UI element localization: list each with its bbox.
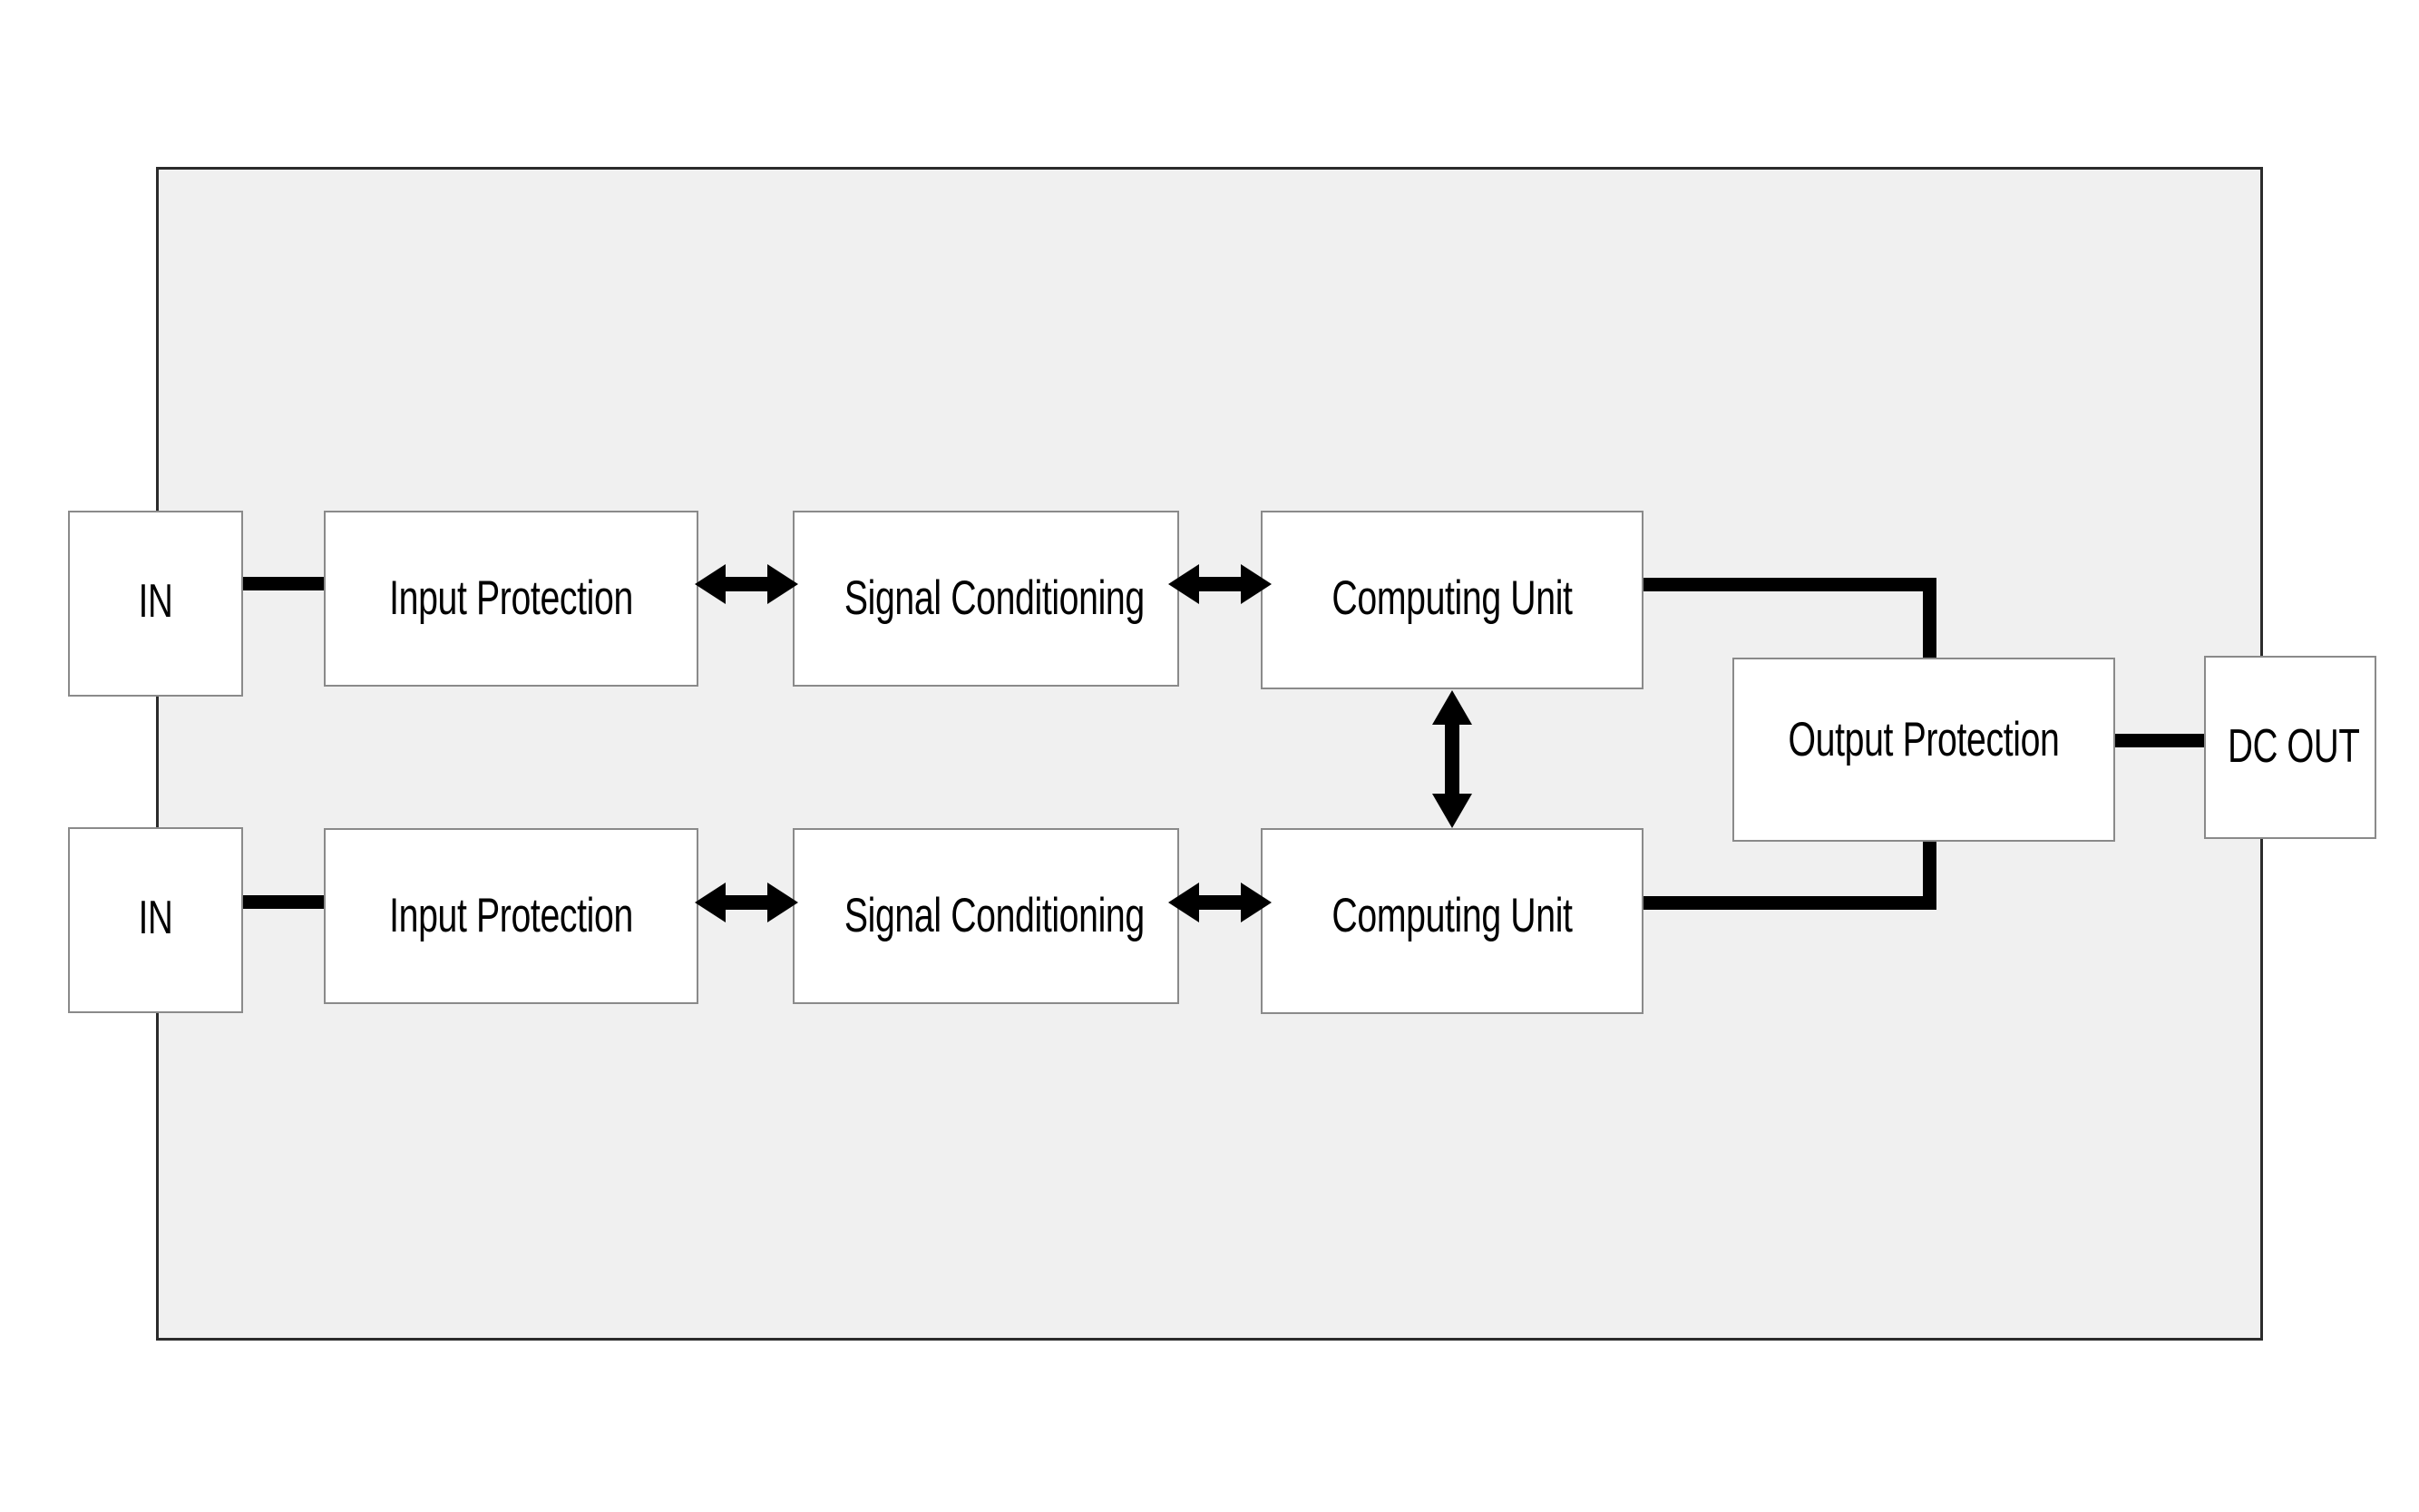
block-label-in-1: IN bbox=[138, 575, 173, 628]
wire-output-protection-to-dc-out bbox=[2110, 734, 2209, 747]
block-label-input-protection-1: Input Protection bbox=[389, 571, 633, 625]
wire-compute2-vertical-rise bbox=[1923, 833, 1936, 910]
block-label-signal-conditioning-2: Signal Conditioning bbox=[844, 889, 1145, 942]
block-signal-conditioning-channel-1[interactable]: Signal Conditioning bbox=[793, 511, 1179, 687]
block-input-protection-channel-2[interactable]: Input Protection bbox=[324, 828, 698, 1004]
block-dc-out[interactable]: DC OUT bbox=[2204, 656, 2376, 839]
block-signal-conditioning-channel-2[interactable]: Signal Conditioning bbox=[793, 828, 1179, 1004]
block-label-in-2: IN bbox=[138, 892, 173, 944]
block-label-input-protection-2: Input Protection bbox=[389, 889, 633, 942]
block-label-dc-out: DC OUT bbox=[2228, 720, 2360, 773]
block-computing-unit-channel-1[interactable]: Computing Unit bbox=[1261, 511, 1644, 689]
block-label-output-protection: Output Protection bbox=[1788, 713, 2060, 766]
wire-compute2-horizontal bbox=[1637, 896, 1936, 910]
block-input-protection-channel-1[interactable]: Input Protection bbox=[324, 511, 698, 687]
block-label-computing-unit-2: Computing Unit bbox=[1331, 889, 1573, 942]
block-in-channel-1[interactable]: IN bbox=[68, 511, 243, 697]
block-computing-unit-channel-2[interactable]: Computing Unit bbox=[1261, 828, 1644, 1014]
block-in-channel-2[interactable]: IN bbox=[68, 827, 243, 1013]
block-label-signal-conditioning-1: Signal Conditioning bbox=[844, 571, 1145, 625]
wire-compute1-horizontal bbox=[1637, 578, 1936, 591]
block-output-protection[interactable]: Output Protection bbox=[1732, 658, 2115, 842]
wire-in2-to-input-protection-2 bbox=[238, 895, 330, 909]
block-label-computing-unit-1: Computing Unit bbox=[1331, 571, 1573, 625]
wire-in1-to-input-protection-1 bbox=[238, 577, 330, 590]
wire-compute1-vertical-drop bbox=[1923, 578, 1936, 668]
